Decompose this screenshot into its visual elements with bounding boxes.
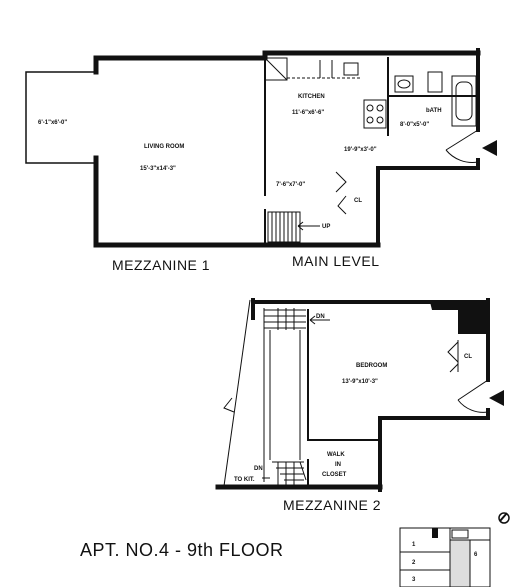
upper-plan: 6'-1"x6'-0" LIVING ROOM 15'-3"x14'-3" KI… [25,48,497,248]
bath-sink [394,75,414,93]
apartment-title: APT. NO.4 - 9th FLOOR [80,540,284,560]
entry-door-swing [445,129,479,163]
stair-treads [277,308,295,330]
burner [376,104,384,112]
bedroom-label: BEDROOM [356,363,387,369]
bedroom-door-swing [457,379,489,413]
step-wall [376,158,480,247]
lower-plan: DN BEDROOM 13'-9"x10'-3" CL WALK IN CLOS… [215,298,504,492]
break-mark [223,397,235,413]
main-level-title: MAIN LEVEL [292,253,379,269]
entry-arrow-icon [489,390,504,406]
bedroom-dimension: 13'-9"x10'-3" [342,379,378,385]
burner [376,116,384,124]
stair-up-label: UP [322,224,330,230]
walk-in-label-3: CLOSET [322,472,347,478]
stair-treads [264,309,306,329]
stair-up [267,211,320,243]
stair-shaft [263,308,301,482]
bathtub [451,75,477,127]
kitchen-stove [363,99,387,129]
top-wall [93,50,481,61]
balcony-dimension: 6'-1"x6'-0" [38,120,67,126]
bathtub-inner [455,81,473,121]
living-room-dimension: 15'-3"x14'-3" [140,166,176,172]
kitchen-dimension: 11'-6"x6'-6" [292,110,324,116]
to-kitchen-label: TO KIT. [234,477,255,483]
key-unit-3: 3 [412,577,416,583]
stair-up-arrow-icon [297,221,320,231]
walk-in-label-2: IN [335,462,341,468]
key-unit-2: 2 [412,560,416,566]
closet-label: CL [354,198,362,204]
mezzanine-1-title: MEZZANINE 1 [112,257,210,273]
mezzanine-2-title: MEZZANINE 2 [283,497,381,513]
bath-label: bATH [426,108,442,114]
north-arrow-needle [499,512,508,522]
burner [366,104,374,112]
kitchen-label: KITCHEN [298,94,325,100]
burner [366,116,374,124]
bath-dimension: 8'-0"x5'-0" [400,122,429,128]
hall-dimension: 19'-9"x3'-0" [344,147,377,153]
living-room-label: LIVING ROOM [144,144,184,150]
step-wall [378,408,490,492]
toilet [427,71,443,93]
closet-door [335,171,347,215]
key-plan: 1 2 3 6 [399,512,510,587]
north-arrow-icon [498,512,510,524]
lower-stair-treads [272,461,304,486]
kitchen-cabinet-diagonal [264,57,288,81]
dn-label: DN [254,466,263,472]
wall-hatch [430,302,460,310]
foyer-dimension: 7'-6"x7'-0" [276,182,305,188]
key-plan-block [432,528,438,538]
key-plan-dividers [400,528,490,587]
entry-arrow-icon [482,140,497,156]
kitchen-cabinet [264,57,288,81]
lower-stair-diagonal [299,461,307,481]
key-unit-1: 1 [412,542,416,548]
key-unit-6: 6 [474,552,478,558]
kitchen-sink [343,62,359,76]
closet-label: CL [464,354,472,360]
balcony-outline [25,71,95,164]
closet-door [447,341,459,373]
bath-sink-basin [397,79,411,89]
chimney-block [458,300,488,334]
stair-dn-arrow-icon [309,315,330,325]
walk-in-label-1: WALK [327,452,345,458]
key-plan-highlight [449,539,471,587]
key-plan-outline [399,527,491,587]
stair-dn-label: DN [316,314,325,320]
key-plan-fixture [451,529,469,539]
left-slope-wall [223,299,251,487]
